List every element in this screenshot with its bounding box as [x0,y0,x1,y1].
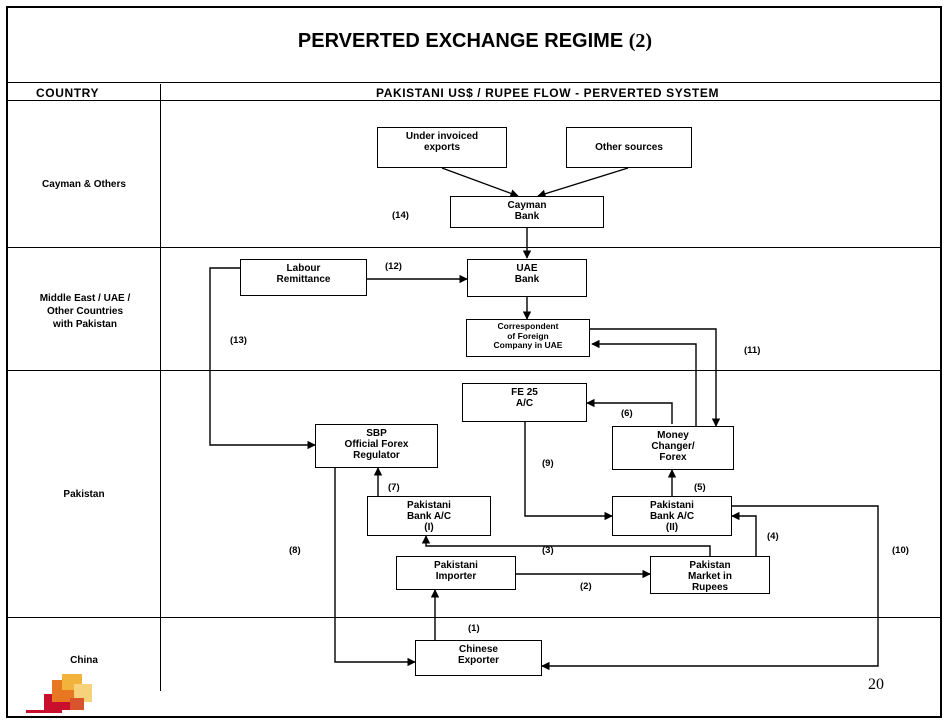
step-label-14: (14) [392,210,409,221]
arrow-money-changer-to-correspondent [591,339,697,426]
company-logo [26,674,92,713]
title-text: PERVERTED EXCHANGE REGIME [297,30,624,52]
row-label-pakistan: Pakistan [63,489,105,500]
step-label-5: (5) [694,482,706,493]
box-sbp-regulator: SBP Official Forex Regulator [315,424,438,468]
row-divider-2 [6,370,942,371]
box-fe25-account: FE 25 A/C [462,383,587,422]
title-number: (2) [628,30,653,52]
row-label-china: China [70,655,98,666]
arrow-other-sources-to-cayman [537,167,629,198]
slide-frame [6,6,942,718]
step-label-11: (11) [744,345,761,356]
box-other-sources: Other sources [566,127,692,168]
step-label-12: (12) [385,261,402,272]
row-divider-1 [6,247,942,248]
step-label-3: (3) [542,545,554,556]
arrow-market-to-bank1 [421,535,711,556]
step-label-9: (9) [542,458,554,469]
box-pakistan-market: Pakistan Market in Rupees [650,556,770,594]
step-label-10: (10) [892,545,909,556]
box-pakistani-importer: Pakistani Importer [396,556,516,590]
arrow-bank2-to-exporter [541,505,879,671]
step-label-2: (2) [580,581,592,592]
box-labour-remittance: Labour Remittance [240,259,367,296]
box-uae-bank: UAE Bank [467,259,587,297]
row-label-cayman: Cayman & Others [42,179,126,190]
box-money-changer: Money Changer/ Forex [612,426,734,470]
arrow-sbp-to-exporter [334,468,416,667]
step-label-1: (1) [468,623,480,634]
arrow-money-changer-to-fe25 [586,398,673,424]
arrow-remittance-to-sbp [209,267,316,450]
box-under-invoiced-exports: Under invoiced exports [377,127,507,168]
header-divider [6,100,942,101]
step-label-4: (4) [767,531,779,542]
arrow-correspondent-to-money-changer [590,328,721,427]
step-label-8: (8) [289,545,301,556]
arrow-fe25-to-bank2 [524,422,613,521]
box-correspondent: Correspondent of Foreign Company in UAE [466,319,590,357]
flow-column-header: PAKISTANI US$ / RUPEE FLOW - PERVERTED S… [376,86,720,100]
title-divider [6,82,942,83]
column-divider [160,84,161,691]
step-label-13: (13) [230,335,247,346]
row-label-middle-east: Middle East / UAE / Other Countries with… [39,293,131,330]
row-divider-3 [6,617,942,618]
arrow-under-invoiced-to-cayman [441,167,519,198]
step-label-7: (7) [388,482,400,493]
box-cayman-bank: Cayman Bank [450,196,604,228]
box-pakistani-bank-2: Pakistani Bank A/C (II) [612,496,732,536]
slide-title: PERVERTED EXCHANGE REGIME (2) [0,30,950,53]
arrow-market-to-bank2 [731,511,757,556]
box-pakistani-bank-1: Pakistani Bank A/C (I) [367,496,491,536]
page-number: 20 [868,676,884,693]
box-chinese-exporter: Chinese Exporter [415,640,542,676]
country-column-header: COUNTRY [36,86,100,100]
step-label-6: (6) [621,408,633,419]
